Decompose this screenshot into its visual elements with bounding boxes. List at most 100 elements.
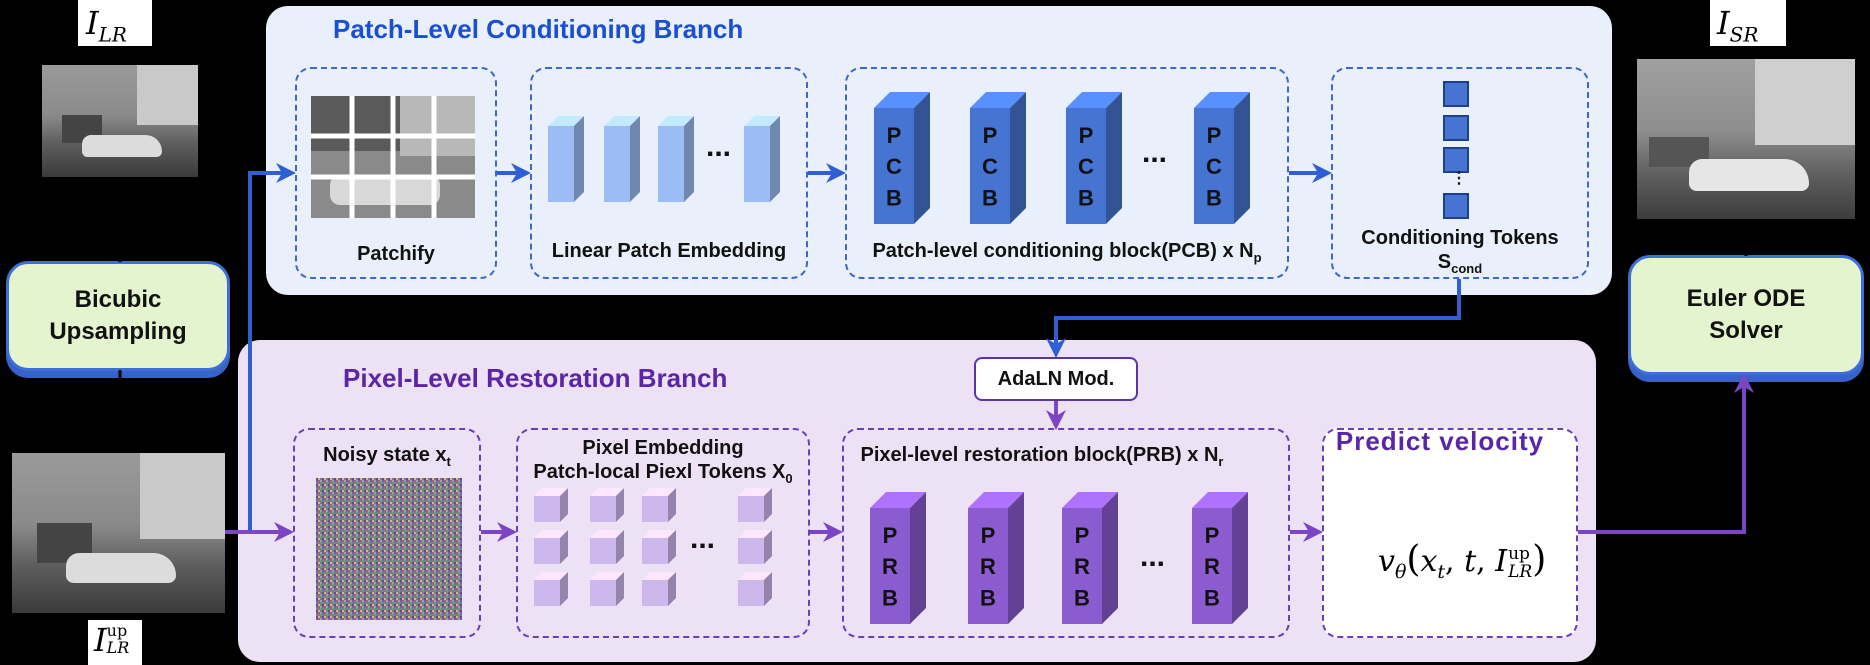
adaln-mod-box: AdaLN Mod. bbox=[974, 357, 1138, 401]
tokens-ellipsis: ⋮ bbox=[1451, 170, 1467, 187]
prb-block-2-letter: R bbox=[980, 554, 996, 579]
prb-block-1-letter: B bbox=[882, 585, 898, 610]
pcb-block-1-letter: P bbox=[887, 123, 902, 148]
pixel-token-4-3 bbox=[738, 572, 772, 606]
noisy-label-text: Noisy state x bbox=[323, 444, 447, 466]
tokens-label-text: Conditioning Tokens bbox=[1361, 227, 1559, 249]
embedding-block-1 bbox=[548, 116, 584, 202]
pixel-token-2-1 bbox=[590, 488, 624, 522]
pcb-block-4-letter: P bbox=[1207, 123, 1222, 148]
pcb-block-2-letter: C bbox=[982, 154, 998, 179]
pcb-block-3-letter: C bbox=[1078, 154, 1094, 179]
prb-block-3: PRB bbox=[1062, 492, 1118, 624]
patchify-label: Patchify bbox=[357, 243, 435, 265]
lr-up-label-main: I bbox=[94, 621, 107, 659]
noisy-label-sub: t bbox=[446, 454, 451, 469]
pixel-token-4-1 bbox=[738, 488, 772, 522]
prb-block-3-letter: B bbox=[1074, 585, 1090, 610]
prb-block-3-letter: P bbox=[1075, 523, 1090, 548]
pcb-block-2-letter: B bbox=[982, 185, 998, 210]
pixel-embedding-line2-sub: 0 bbox=[785, 471, 793, 486]
prb-ellipsis: ... bbox=[1140, 540, 1166, 573]
conditioning-token-2 bbox=[1443, 115, 1469, 141]
pixel-token-cubes bbox=[534, 488, 772, 606]
bicubic-line2: Upsampling bbox=[49, 318, 187, 345]
pixel-embedding-label: Pixel Embedding Patch-local Piexl Tokens… bbox=[516, 436, 810, 491]
lr-label: ILR bbox=[86, 4, 127, 46]
prb-block-4-letter: B bbox=[1204, 585, 1220, 610]
bicubic-line1: Bicubic bbox=[74, 286, 162, 313]
pixel-token-1-3 bbox=[534, 572, 568, 606]
patchify-group bbox=[295, 67, 497, 279]
pixel-embedding-group bbox=[516, 428, 810, 638]
pcb-block-2-letter: P bbox=[983, 123, 998, 148]
conditioning-token-1 bbox=[1443, 81, 1469, 107]
pcb-block-3-letter: P bbox=[1079, 123, 1094, 148]
input-to-patchify-arrow bbox=[248, 163, 296, 532]
velocity-to-solver-arrow bbox=[1578, 373, 1754, 534]
conditioning-token-blocks bbox=[1443, 81, 1469, 219]
pcb-block-3: PCB bbox=[1066, 92, 1122, 224]
pixel-token-1-2 bbox=[534, 530, 568, 564]
pcb-block-1-letter: B bbox=[886, 185, 902, 210]
tokens-symbol: S bbox=[1437, 251, 1452, 273]
prb-block-1: PRB bbox=[870, 492, 926, 624]
tokens-label: Conditioning Tokens Scond bbox=[1331, 226, 1589, 281]
pixel-token-2-3 bbox=[590, 572, 624, 606]
velocity-group bbox=[1322, 428, 1578, 638]
sr-label-sub: SR bbox=[1729, 22, 1759, 47]
lr-label-sub: LR bbox=[98, 22, 127, 47]
pcb-label: Patch-level conditioning block(PCB) x Np bbox=[845, 240, 1289, 265]
formula-i-sub: LR bbox=[1508, 562, 1533, 582]
conditioning-token-4 bbox=[1443, 193, 1469, 219]
pcb-block-1: PCB bbox=[874, 92, 930, 224]
prb-block-4: PRB bbox=[1192, 492, 1248, 624]
pixel-token-2-2 bbox=[590, 530, 624, 564]
embedding-blocks bbox=[548, 116, 780, 202]
lr-up-label-sup: up bbox=[106, 621, 128, 640]
patch-branch-panel bbox=[266, 6, 1612, 295]
solver-line2: Solver bbox=[1709, 317, 1783, 344]
embedding-block-3 bbox=[658, 116, 694, 202]
pcb-block-2: PCB bbox=[970, 92, 1026, 224]
lr-label-main: I bbox=[86, 4, 99, 42]
sr-output-image bbox=[1637, 59, 1855, 219]
prb-block-2: PRB bbox=[968, 492, 1024, 624]
pcb-ellipsis: ... bbox=[1142, 136, 1168, 169]
formula-x-sub: t bbox=[1437, 561, 1446, 583]
pixel-token-4-2 bbox=[738, 530, 772, 564]
prb-block-1-letter: R bbox=[882, 554, 898, 579]
pixel-token-3-1 bbox=[642, 488, 676, 522]
conditioning-tokens-group bbox=[1331, 67, 1589, 279]
formula-x: x bbox=[1420, 544, 1438, 579]
prb-block-2-letter: B bbox=[980, 585, 996, 610]
lr-label-box bbox=[78, 0, 152, 46]
embedding-group bbox=[530, 67, 808, 279]
prb-block-4-letter: R bbox=[1204, 554, 1220, 579]
solver-line1: Euler ODE bbox=[1686, 285, 1806, 312]
embedding-label: Linear Patch Embedding bbox=[551, 240, 787, 262]
tokens-symbol-sub: cond bbox=[1451, 261, 1483, 276]
conditioning-token-3 bbox=[1443, 147, 1469, 173]
pixel-embedding-line2: Patch-local Piexl Tokens X bbox=[533, 461, 786, 483]
pcb-block-4-letter: B bbox=[1206, 185, 1222, 210]
lr-up-label-box bbox=[88, 620, 142, 665]
lr-up-label-sub: LR bbox=[106, 638, 130, 657]
sr-label-main: I bbox=[1717, 4, 1730, 42]
pcb-group bbox=[845, 67, 1289, 279]
pixel-embedding-line1: Pixel Embedding bbox=[582, 437, 744, 459]
pixel-ellipsis: ... bbox=[690, 522, 716, 555]
pcb-block-3-letter: B bbox=[1078, 185, 1094, 210]
pixel-branch-title: Pixel-Level Restoration Branch bbox=[343, 363, 728, 393]
prb-label: Pixel-level restoration block(PRB) x Nr bbox=[842, 444, 1242, 469]
sr-label-box bbox=[1710, 0, 1786, 46]
sr-label: ISR bbox=[1717, 4, 1758, 46]
noisy-label: Noisy state xt bbox=[293, 444, 481, 469]
prb-block-4-letter: P bbox=[1205, 523, 1220, 548]
formula-i-sup: up bbox=[1508, 544, 1530, 564]
formula-t: t bbox=[1464, 544, 1477, 579]
